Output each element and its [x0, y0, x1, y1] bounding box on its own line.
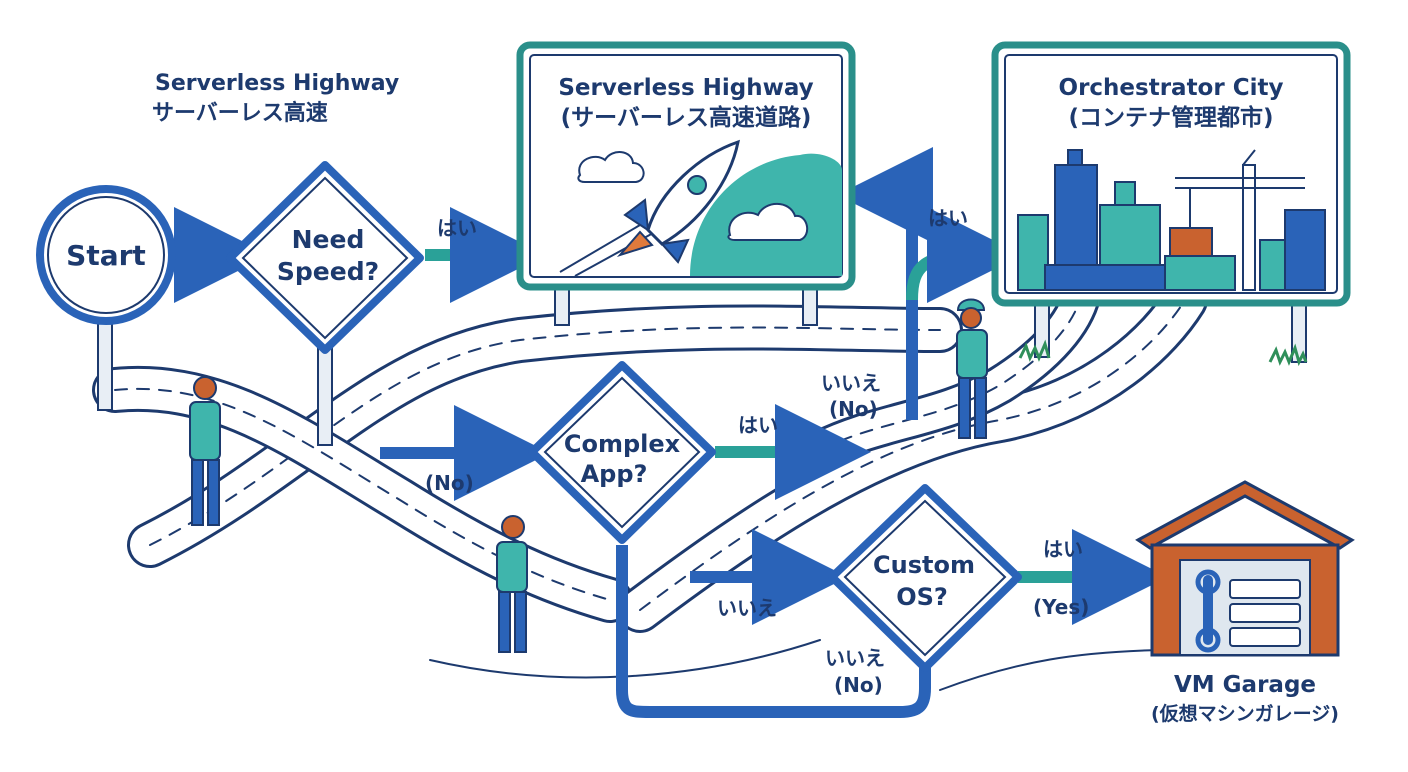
- rocket-icon: [559, 139, 740, 277]
- svg-text:(コンテナ管理都市): (コンテナ管理都市): [1068, 104, 1273, 131]
- svg-text:Custom: Custom: [873, 551, 975, 579]
- arrow-orchestrator-yes: [906, 207, 1023, 304]
- edge-complex-no-bottom: いいえ: [717, 596, 777, 620]
- wrench-icon: [1195, 569, 1221, 653]
- crane-icon: [1175, 149, 1305, 291]
- svg-text:Serverless Highway: Serverless Highway: [155, 71, 399, 96]
- svg-text:サーバーレス高速: サーバーレス高速: [152, 100, 328, 126]
- billboard-orchestrator: Orchestrator City (コンテナ管理都市): [991, 41, 1351, 367]
- edge-complex-no-2: (No): [829, 397, 878, 421]
- edge-complex-yes: はい: [738, 413, 778, 437]
- decision-need-speed: Need Speed?: [226, 161, 424, 446]
- decision-complex-app: Complex App?: [528, 361, 716, 544]
- edge-labels: はい (No) はい いいえ (No) はい いいえ はい (Yes) いいえ …: [425, 206, 1089, 697]
- flow-connectors: [174, 147, 1168, 718]
- edge-orchestrator-yes: はい: [928, 206, 968, 230]
- edge-custom-yes-1: はい: [1043, 537, 1083, 561]
- server-rack-icon: [1229, 579, 1301, 647]
- svg-text:Orchestrator City: Orchestrator City: [1059, 75, 1284, 101]
- corner-label: Serverless Highway サーバーレス高速: [152, 71, 399, 126]
- person-walker-2: [496, 515, 528, 653]
- start-sign: Start: [36, 185, 176, 411]
- svg-text:Serverless Highway: Serverless Highway: [558, 75, 813, 101]
- edge-custom-yes-2: (Yes): [1033, 595, 1089, 619]
- edge-speed-yes: はい: [437, 216, 477, 240]
- svg-text:(仮想マシンガレージ): (仮想マシンガレージ): [1151, 702, 1339, 725]
- svg-text:Speed?: Speed?: [277, 257, 379, 286]
- start-label: Start: [66, 239, 146, 272]
- billboard-serverless: Serverless Highway (サーバーレス高速道路): [516, 41, 856, 326]
- person-walker-1: [189, 376, 221, 526]
- city-skyline-icon: [1017, 149, 1326, 291]
- edge-custom-no-2: (No): [834, 673, 883, 697]
- svg-text:OS?: OS?: [896, 583, 948, 611]
- svg-text:VM Garage: VM Garage: [1174, 672, 1316, 698]
- decision-custom-os: Custom OS?: [828, 484, 1022, 672]
- arrow-up-to-orchestrator: [837, 147, 934, 420]
- loop-custom-no: [616, 545, 931, 718]
- edge-custom-no-1: いいえ: [825, 646, 885, 670]
- svg-text:Need: Need: [292, 225, 365, 254]
- svg-text:Complex: Complex: [564, 430, 681, 458]
- person-worker: [956, 298, 988, 439]
- svg-text:(サーバーレス高速道路): (サーバーレス高速道路): [561, 104, 812, 131]
- vm-garage: VM Garage (仮想マシンガレージ): [1135, 480, 1355, 725]
- svg-text:App?: App?: [581, 460, 648, 488]
- edge-complex-no-1: いいえ: [821, 371, 881, 395]
- edge-speed-no: (No): [425, 471, 474, 495]
